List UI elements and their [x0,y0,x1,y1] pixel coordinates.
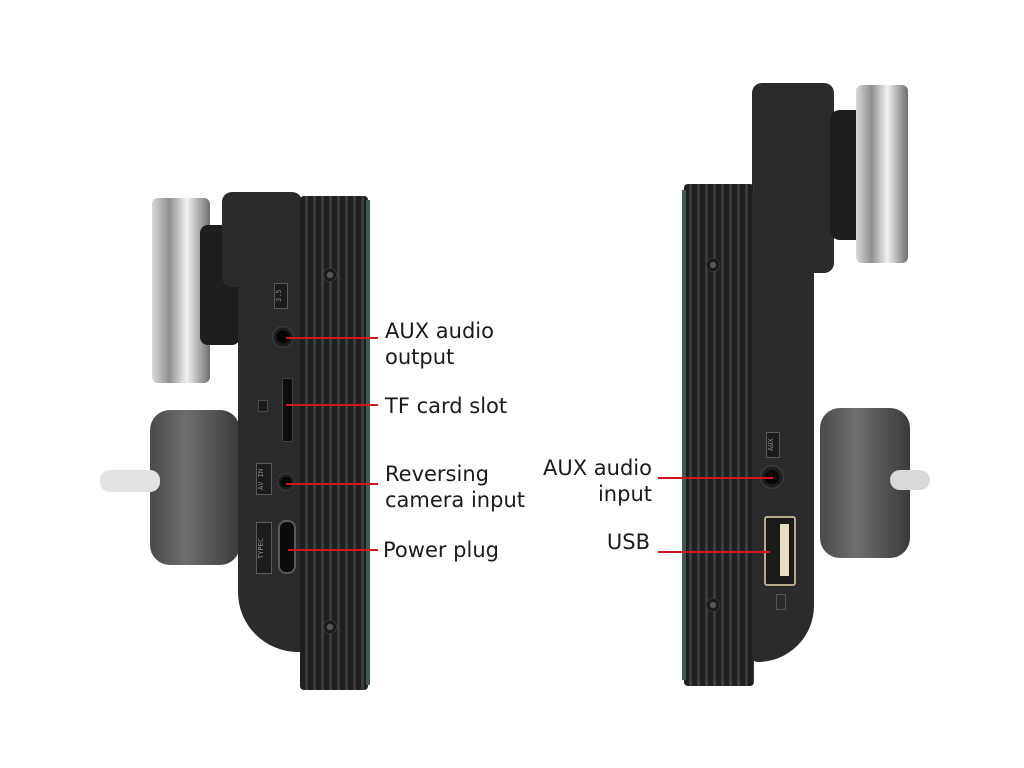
right-cable [890,470,930,490]
right-ribbed-edge [684,184,754,686]
callout-line-power [288,549,378,551]
callout-aux-output: AUX audio output [385,319,494,369]
tag-3-5: 3.5 [274,283,288,309]
left-side-panel [238,212,308,652]
left-screw-top [323,268,337,282]
callout-reversing-camera: Reversing camera input [385,462,525,512]
right-side-panel [752,190,814,662]
usb-icon [776,594,786,610]
usb-c-port [278,520,296,574]
callout-line-usb [658,551,770,553]
left-screw-bottom [323,620,337,634]
right-screw-bottom [706,598,720,612]
callout-line-av-in [286,483,378,485]
right-screw-top [706,258,720,272]
tag-aux: AUX [766,432,780,458]
callout-line-aux-input [658,477,773,479]
tf-card-icon [258,400,268,412]
left-screen-edge [366,200,370,685]
callout-usb: USB [606,530,650,554]
callout-aux-input: AUX audio input [543,456,652,506]
right-screen-edge [682,190,686,680]
tag-av-in: AV IN [256,463,272,495]
left-ball-knob [150,410,240,565]
callout-tf-slot: TF card slot [385,394,508,418]
tag-typec: TYPEC [256,522,272,574]
av-in-jack [277,473,295,491]
usb-a-tongue [780,524,789,576]
callout-line-aux-output [286,337,378,339]
tf-card-slot [282,378,293,442]
right-mount-plate [856,85,908,263]
callout-line-tf-slot [286,404,378,406]
callout-power-plug: Power plug [383,538,499,562]
left-cable [100,470,160,492]
aux-output-jack [272,326,294,348]
